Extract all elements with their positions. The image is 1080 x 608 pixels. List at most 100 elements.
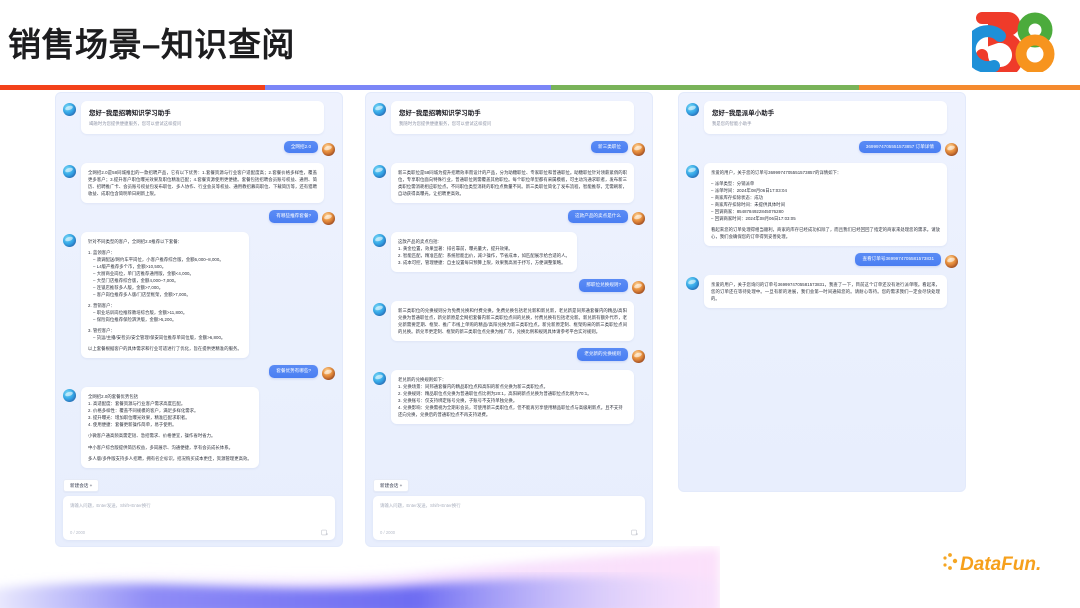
user-message-bubble[interactable]: 查看订单号3699974705581573831: [855, 252, 941, 266]
assistant-avatar: [373, 371, 386, 385]
greeting-bubble: 您好~我是派单小助手我是您的智能小助手: [704, 101, 947, 134]
user-message-bubble[interactable]: 新三类职位: [591, 140, 628, 154]
chat-panel-1: 您好~我是招聘知识学习助手竭融时为您提供便捷服务，您可以尝试这样提问全网招2.0…: [55, 92, 343, 547]
greeting-subtitle: 我随时为您提供便捷服务，您可以尝试这样提问: [399, 120, 492, 126]
list-item: – 保险岗位推荐保险泗洪版，金额>5,200。: [93, 316, 177, 322]
user-message-row: 这款产品的卖点是什么: [373, 209, 645, 225]
paragraph: 新三类职位是58同城为提升招聘效率而设计的产品，分为助糖职位、专家职位和普通职位…: [398, 169, 628, 196]
greeting-title: 您好~我是招聘知识学习助手: [89, 110, 171, 117]
assistant-avatar: [373, 233, 386, 247]
bot-message-row: 亲爱的用户，关于您询问的订单号3699974705581573831，我查了一下…: [686, 274, 958, 308]
paragraph: 新三类职位的兑换规则分为免费兑换和付费兑换。免费兑换包括老兑新和新兑新，老兑新是…: [398, 307, 627, 334]
user-message-bubble[interactable]: 这款产品的卖点是什么: [568, 209, 628, 223]
greeting-title: 您好~我是派单小助手: [712, 110, 775, 117]
input-placeholder: 请输入问题，Enter发送，Shift+Enter换行: [380, 503, 461, 508]
list-item: – 回调商家时间：2024年08月06日17:03:05: [711, 215, 796, 221]
list-item: 1. 兑换场景：同邦通套餐内的精品职位点和高阳的新点兑换为新三类职位点。: [398, 383, 548, 389]
assistant-avatar: [686, 103, 699, 116]
user-avatar: [632, 211, 645, 225]
bot-message-bubble: 这款产品的卖点包括:1. 黄金位置，效果显著：排名靠前，曝光量大，提升效果。2.…: [391, 231, 577, 272]
panels-container: 您好~我是招聘知识学习助手竭融时为您提供便捷服务，您可以尝试这样提问全网招2.0…: [0, 92, 1080, 552]
user-avatar: [945, 142, 958, 156]
user-message-row: 全网招2.0: [63, 140, 335, 156]
list-item: – 大型门店推荐综合版，金额4,000–7,000。: [93, 277, 179, 283]
decorative-wave: [0, 548, 720, 608]
chat-scroll: 您好~我是招聘知识学习助手竭融时为您提供便捷服务，您可以尝试这样提问全网招2.0…: [56, 93, 342, 484]
user-message-row: 有哪些推荐套餐?: [63, 209, 335, 225]
paragraph: 以上套餐根据客户的具体需求和行业可适进行了优化，旨在提供更精准的服务。: [88, 346, 242, 352]
user-avatar: [632, 349, 645, 363]
header-divider: [0, 85, 1080, 90]
list-item: – 大厨商业岗位，单门店推荐通用版，金额<4,000。: [93, 270, 194, 276]
list-item: 3. 管控客户：: [88, 327, 115, 333]
bot-message-bubble: 新三类职位是58同城为提升招聘效率而设计的产品，分为助糖职位、专家职位和普通职位…: [391, 162, 634, 203]
user-avatar: [322, 211, 335, 225]
character-counter: 0 / 2000: [70, 530, 86, 535]
message-input[interactable]: 请输入问题，Enter发送，Shift+Enter换行 0 / 2000: [373, 496, 645, 540]
chat-panel-3: 您好~我是派单小助手我是您的智能小助手 3699974705551573857 订…: [678, 92, 966, 492]
assistant-avatar: [63, 233, 76, 247]
chat-scroll: 您好~我是派单小助手我是您的智能小助手 3699974705551573857 订…: [679, 93, 965, 491]
new-chat-button[interactable]: 新建会话 +: [63, 479, 100, 492]
list-item: – 职业培训岗位推荐教培综合版，金额>11,800。: [93, 309, 188, 315]
bot-message-row: 针对不同类型的客户，全网招2.0推荐以下套餐：1. 蓝领客户：– 骑调配送/网约…: [63, 231, 335, 359]
bot-message-bubble: 亲爱的用户，关于您的订单号3699974705551573857的详情如下： – …: [704, 162, 947, 246]
list-item: – 派单时间：2024年08月06日17:03:04: [711, 187, 787, 193]
bot-message-bubble: 老兑新的兑换规则如下：1. 兑换场景：同邦通套餐内的精品职位点和高阳的新点兑换为…: [391, 369, 634, 425]
list-item: – 商家库存扣除时间：未提供具体时间: [711, 201, 786, 207]
list-item: 2. 智能匹配，精准匹配：系统智能出价，减少操作，节省成本，如匹配展示给合适的人…: [398, 252, 570, 258]
bot-message-row: 老兑新的兑换规则如下：1. 兑换场景：同邦通套餐内的精品职位点和高阳的新点兑换为…: [373, 369, 645, 425]
user-message-bubble[interactable]: 全网招2.0: [283, 140, 318, 154]
list-item: – L4版产推荐多个市，金额>10,500。: [93, 263, 167, 269]
bot-message-bubble: 针对不同类型的客户，全网招2.0推荐以下套餐：1. 蓝领客户：– 骑调配送/网约…: [81, 231, 249, 359]
assistant-avatar: [63, 389, 76, 403]
send-icon[interactable]: [631, 529, 638, 536]
greeting-subtitle: 我是您的智能小助手: [712, 120, 752, 126]
user-message-bubble[interactable]: 套餐优势有哪些?: [269, 365, 318, 378]
greeting-row: 您好~我是招聘知识学习助手竭融时为您提供便捷服务，您可以尝试这样提问: [63, 101, 335, 134]
list-item: 4. 兑换影响：兑换需视为全期彩会员，可使用新三类职位点，但不能再另享使用精品职…: [398, 405, 623, 418]
paragraph: 中小客户综合版提供简历权益，多岗展示、沟通便捷，享有会员成长体系。: [88, 444, 233, 450]
greeting-title: 您好~我是招聘知识学习助手: [399, 110, 481, 117]
user-message-row: 3699974705551573857 订单详情: [686, 140, 958, 156]
user-message-bubble[interactable]: 有哪些推荐套餐?: [269, 209, 318, 223]
58-logo: [963, 12, 1058, 79]
user-avatar: [945, 254, 958, 268]
list-item: 3. 提升曝光：增加职位曝光效果，精准匹配求职者。: [88, 415, 190, 421]
list-item: 2. 兑换规则：精品职位点兑换为普通职位点比例为20:1，高阳刷新点兑换为普通职…: [398, 390, 592, 396]
bot-message-row: 这款产品的卖点包括:1. 黄金位置，效果显著：排名靠前，曝光量大，提升效果。2.…: [373, 231, 645, 272]
list-item: 3. 兑换账号：仅支持绑定账号兑换，子账号不支持单独兑换。: [398, 397, 518, 403]
assistant-avatar: [373, 164, 386, 178]
list-item: 老兑新的兑换规则如下：: [398, 376, 447, 382]
paragraph: 多人版/多件版支持多人招聘，拥有名企标识，招况购买成本更佳，资源管理更高效。: [88, 456, 252, 462]
list-item: 2. 价格多样性：覆盖不同规模的客户，满足多样化需求。: [88, 408, 199, 414]
paragraph: 亲爱的用户，关于您的订单号3699974705551573857的详情如下：: [711, 169, 842, 175]
list-item: 这款产品的卖点包括:: [398, 238, 439, 244]
character-counter: 0 / 2000: [380, 530, 396, 535]
paragraph: 亲爱的用户，关于您询问的订单号3699974705581573831，我查了一下…: [711, 281, 940, 301]
list-item: – 回调商家：8548784922845076280: [711, 208, 784, 214]
user-avatar: [322, 367, 335, 381]
greeting-bubble: 您好~我是招聘知识学习助手竭融时为您提供便捷服务，您可以尝试这样提问: [81, 101, 324, 134]
user-message-bubble[interactable]: 3699974705551573857 订单详情: [858, 140, 941, 154]
user-message-row: 套餐优势有哪些?: [63, 365, 335, 381]
new-chat-button[interactable]: 新建会话 +: [373, 479, 410, 492]
list-item: – 货运/主播/安检员/安全管理/保安岗位推荐单岗位版，金额>6,800。: [93, 335, 226, 340]
paragraph: 看起来您的订单处理得相当顺利，商家的库存已经成功扣除了，而且我们已经回回了指定的…: [711, 226, 940, 239]
chat-panel-2: 您好~我是招聘知识学习助手我随时为您提供便捷服务，您可以尝试这样提问新三类职位新…: [365, 92, 653, 547]
bot-message-row: 新三类职位是58同城为提升招聘效率而设计的产品，分为助糖职位、专家职位和普通职位…: [373, 162, 645, 203]
assistant-avatar: [373, 103, 386, 116]
list-item: – 骑调配送/网约车平岗位，小客户推荐综合版，金额6,000–8,000。: [93, 256, 224, 262]
greeting-subtitle: 竭融时为您提供便捷服务，您可以尝试这样提问: [89, 120, 182, 126]
user-message-bubble[interactable]: 老兑新的兑换规则: [577, 347, 628, 361]
datafun-logo: DataFun.: [942, 550, 1060, 576]
send-icon[interactable]: [321, 529, 328, 536]
assistant-avatar: [686, 276, 699, 290]
greeting-row: 您好~我是招聘知识学习助手我随时为您提供便捷服务，您可以尝试这样提问: [373, 101, 645, 134]
user-avatar: [322, 142, 335, 156]
bot-message-bubble: 全网招2.0是58同城推出的一款招聘产品，它有以下优势：1.套餐资源与行业客户适…: [81, 162, 324, 203]
user-message-bubble[interactable]: 那职位兑换规则?: [579, 278, 628, 292]
user-message-row: 查看订单号3699974705581573831: [686, 252, 958, 268]
